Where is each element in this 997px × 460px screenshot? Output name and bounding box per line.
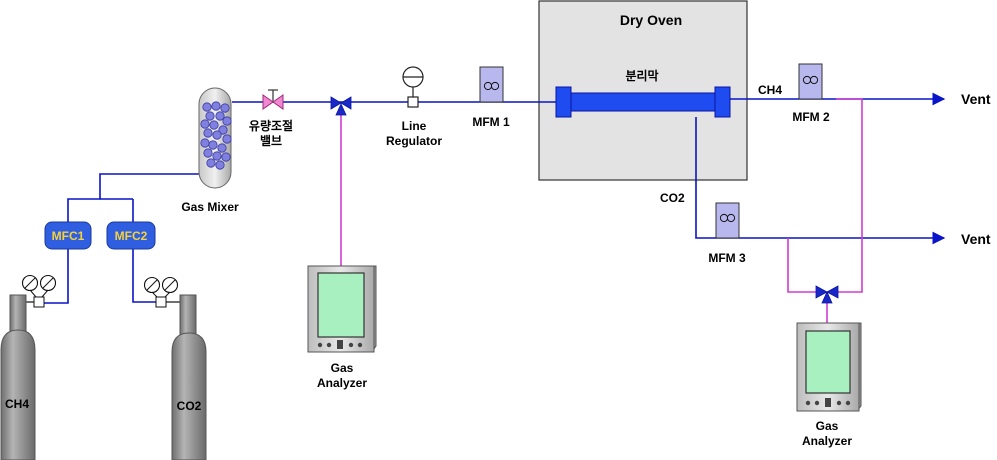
mfc-2 (106, 221, 156, 250)
mfm-2-label: MFM 2 (792, 110, 830, 124)
flow-control-valve[interactable] (262, 89, 284, 110)
gas-mixer (198, 87, 232, 189)
line-regulator-label-1: Line (402, 119, 427, 133)
flow-valve-label-1: 유량조절 (249, 119, 293, 133)
flow-valve-label-2: 밸브 (260, 134, 282, 148)
membrane-label: 분리막 (625, 68, 658, 83)
co2-stream-label: CO2 (660, 191, 685, 205)
vent-top-label: Vent (961, 91, 991, 107)
gas-analyzer-right (796, 322, 862, 412)
analyzer-right-label-1: Gas (816, 419, 839, 433)
mfm-1-label: MFM 1 (472, 115, 510, 129)
analyzer-left-label-2: Analyzer (317, 376, 367, 390)
dry-oven-label: Dry Oven (620, 12, 682, 28)
co2-cylinder-label: CO2 (177, 399, 202, 413)
mfc-1-label: MFC1 (52, 229, 85, 243)
membrane-module (555, 86, 731, 118)
mfm-2 (798, 63, 823, 100)
ch4-stream-label: CH4 (758, 83, 782, 97)
ch4-cylinder-regulator (21, 274, 57, 308)
analyzer-right-label-2: Analyzer (802, 434, 852, 448)
mfm-3-label: MFM 3 (708, 251, 746, 265)
gas-mixer-label: Gas Mixer (181, 200, 239, 214)
ch4-cylinder (0, 294, 36, 460)
analyzer-left-label-1: Gas (331, 361, 354, 375)
line-regulator[interactable] (402, 66, 424, 108)
sample-lines (340, 98, 863, 323)
mfc-1 (44, 221, 92, 250)
vent-bottom-label: Vent (961, 231, 991, 247)
gas-lines (44, 92, 946, 304)
co2-cylinder-regulator (143, 276, 180, 308)
three-way-valve-left[interactable] (330, 96, 352, 116)
mfm-3 (715, 202, 740, 239)
ch4-cylinder-label: CH4 (5, 397, 29, 411)
mfm-1 (479, 66, 504, 103)
mfc-2-label: MFC2 (115, 229, 148, 243)
line-regulator-label-2: Regulator (386, 134, 442, 148)
co2-cylinder (171, 294, 207, 460)
dry-oven (538, 0, 748, 181)
three-way-valve-right[interactable] (815, 285, 839, 304)
gas-analyzer-left (307, 265, 377, 353)
